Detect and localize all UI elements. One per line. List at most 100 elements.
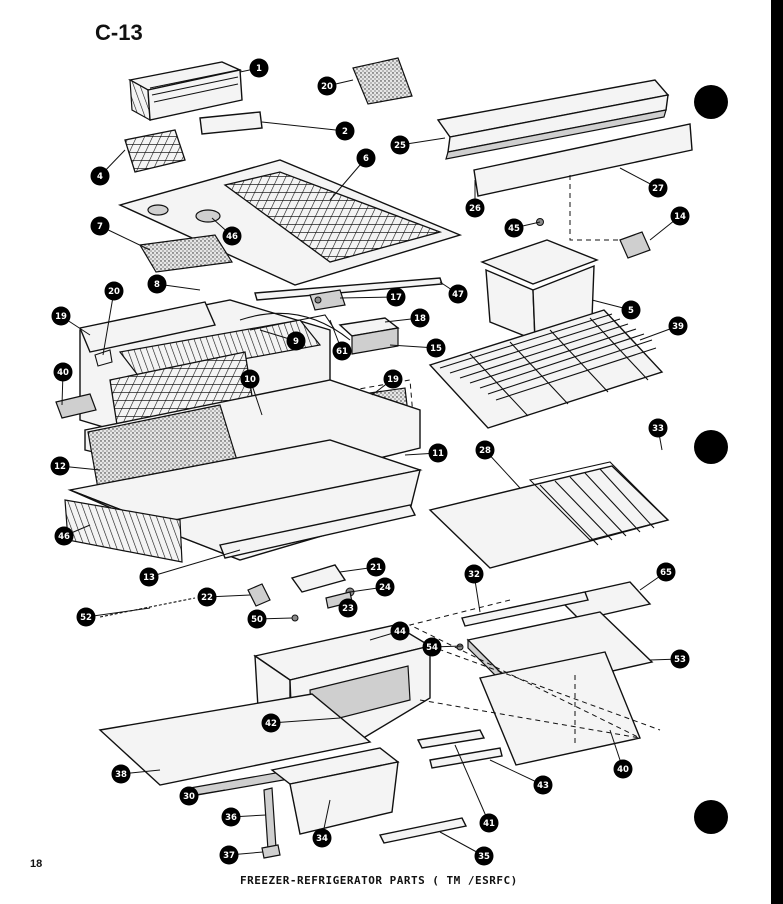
part-glass-shelf-40 bbox=[479, 651, 641, 766]
callout-number: 19 bbox=[387, 375, 399, 385]
callout-number: 18 bbox=[414, 314, 426, 324]
callout-number: 61 bbox=[336, 347, 348, 357]
callout-number: 53 bbox=[674, 655, 686, 665]
punch-hole-top bbox=[694, 85, 728, 119]
leader-c2 bbox=[261, 121, 346, 132]
callout-badge bbox=[613, 759, 633, 779]
part-control-box bbox=[338, 317, 400, 355]
callout-number: 15 bbox=[430, 344, 442, 354]
callout-badge bbox=[50, 456, 70, 476]
callout-number: 50 bbox=[251, 615, 263, 625]
part-ice-tray bbox=[124, 129, 186, 173]
part-clip bbox=[619, 231, 651, 259]
part-glass-shelf-38 bbox=[98, 693, 372, 786]
callout-number: 42 bbox=[265, 719, 277, 729]
callout-8: 8 bbox=[147, 274, 167, 294]
callout-badge bbox=[390, 621, 410, 641]
callout-number: 11 bbox=[432, 449, 444, 459]
leader-c13 bbox=[148, 549, 241, 578]
callout-22: 22 bbox=[197, 587, 217, 607]
leader-c42 bbox=[270, 717, 341, 724]
callout-number: 13 bbox=[143, 573, 155, 583]
callout-number: 43 bbox=[537, 781, 549, 791]
callout-44: 44 bbox=[390, 621, 410, 641]
callout-badge bbox=[426, 338, 446, 358]
part-clip-20 bbox=[94, 349, 113, 367]
part-bracket-40 bbox=[55, 393, 97, 419]
page-title: C-13 bbox=[95, 20, 143, 45]
callout-30: 30 bbox=[179, 786, 199, 806]
callout-28: 28 bbox=[475, 440, 495, 460]
callout-badge bbox=[139, 567, 159, 587]
callout-badge bbox=[104, 281, 124, 301]
callout-number: 52 bbox=[80, 613, 92, 623]
callout-badge bbox=[648, 178, 668, 198]
callout-number: 1 bbox=[256, 64, 262, 74]
callout-38: 38 bbox=[111, 764, 131, 784]
callout-badge bbox=[53, 362, 73, 382]
callout-badge bbox=[479, 813, 499, 833]
callout-badge bbox=[249, 58, 269, 78]
callout-number: 9 bbox=[293, 337, 299, 347]
callout-37: 37 bbox=[219, 845, 239, 865]
callout-47: 47 bbox=[448, 284, 468, 304]
callout-number: 38 bbox=[115, 770, 127, 780]
callout-number: 23 bbox=[342, 604, 354, 614]
part-rail-41 bbox=[416, 729, 486, 749]
part-crisper-cover bbox=[428, 461, 670, 569]
callout-badge bbox=[464, 564, 484, 584]
callout-40: 40 bbox=[53, 362, 73, 382]
part-bracket-top bbox=[352, 57, 413, 105]
part-strip bbox=[254, 277, 443, 301]
callout-32: 32 bbox=[464, 564, 484, 584]
callout-badge bbox=[312, 828, 332, 848]
callout-badge bbox=[51, 306, 71, 326]
callout-15: 15 bbox=[426, 338, 446, 358]
callout-9: 9 bbox=[286, 331, 306, 351]
part-bracket-21 bbox=[290, 564, 347, 593]
callout-badge bbox=[383, 369, 403, 389]
callout-badge bbox=[390, 135, 410, 155]
callout-number: 5 bbox=[628, 306, 634, 316]
callout-number: 12 bbox=[54, 462, 66, 472]
callout-badge bbox=[356, 148, 376, 168]
part-thermostat bbox=[309, 289, 346, 311]
callout-46: 46 bbox=[222, 226, 242, 246]
callout-19: 19 bbox=[383, 369, 403, 389]
part-support-36 bbox=[263, 787, 277, 851]
part-wire-shelf bbox=[428, 309, 664, 429]
callout-badge bbox=[474, 846, 494, 866]
callout-badge bbox=[338, 598, 358, 618]
callout-badge bbox=[332, 341, 352, 361]
callout-number: 26 bbox=[469, 204, 481, 214]
callout-badge bbox=[261, 713, 281, 733]
part-meat-drawer bbox=[270, 747, 400, 835]
callout-number: 37 bbox=[223, 851, 235, 861]
callout-number: 33 bbox=[652, 424, 664, 434]
callout-17: 17 bbox=[386, 287, 406, 307]
part-freezer-shelf bbox=[117, 159, 463, 286]
callout-badge bbox=[90, 166, 110, 186]
callout-number: 40 bbox=[57, 368, 69, 378]
callout-number: 65 bbox=[660, 568, 672, 578]
callout-badge bbox=[656, 562, 676, 582]
callout-badge bbox=[111, 764, 131, 784]
page-caption: FREEZER-REFRIGERATOR PARTS ( TM /ESRFC) bbox=[240, 874, 518, 887]
callout-13: 13 bbox=[139, 567, 159, 587]
callout-badge bbox=[90, 216, 110, 236]
callout-number: 27 bbox=[652, 184, 664, 194]
callout-number: 39 bbox=[672, 322, 684, 332]
callout-42: 42 bbox=[261, 713, 281, 733]
callout-21: 21 bbox=[366, 557, 386, 577]
callout-badge bbox=[668, 316, 688, 336]
callout-badge bbox=[219, 845, 239, 865]
part-foot-37 bbox=[261, 844, 281, 859]
punch-hole-middle bbox=[694, 430, 728, 464]
part-screw-50 bbox=[291, 614, 299, 622]
callout-23: 23 bbox=[338, 598, 358, 618]
callout-2: 2 bbox=[335, 121, 355, 141]
part-rod bbox=[99, 597, 196, 618]
